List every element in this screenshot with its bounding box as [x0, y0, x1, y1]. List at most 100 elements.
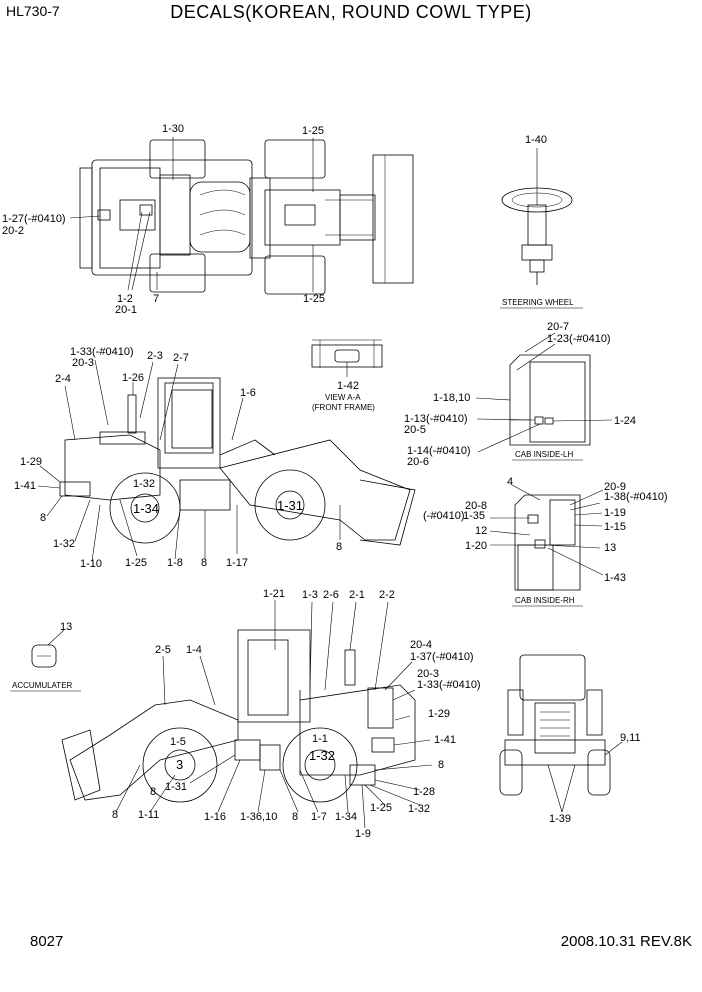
callout: 1-33(-#0410) — [417, 679, 481, 691]
callout: (-#0410) — [423, 510, 465, 522]
front-frame-caption: (FRONT FRAME) — [312, 403, 375, 412]
view-caption: VIEW A-A — [325, 393, 361, 402]
callout: 13 — [604, 542, 616, 554]
callout: 20-7 — [547, 321, 569, 333]
callout: 1-9 — [355, 828, 371, 840]
steering-wheel-view: 1-40 STEERING WHEEL — [500, 134, 583, 309]
callout: 1-33(-#0410) — [70, 346, 134, 358]
callout: 20-6 — [407, 456, 429, 468]
top-view — [79, 139, 414, 295]
callout: 1-16 — [204, 811, 226, 823]
callout: 8 — [336, 541, 342, 553]
callout: 1-20 — [465, 540, 487, 552]
callout: 1-27(-#0410) — [2, 213, 66, 225]
revision-date: 2008.10.31 REV.8K — [560, 933, 692, 950]
callout: 1-18,10 — [433, 392, 470, 404]
callout: 1-25 — [303, 293, 325, 305]
callout: 1-3 — [302, 589, 318, 601]
callout: 1-32 — [133, 478, 155, 490]
side-view-rh-callouts: 1-21 1-3 2-6 2-1 2-2 2-5 1-4 20-4 1-37(-… — [112, 588, 481, 840]
callout: 1-29 — [20, 456, 42, 468]
callout: 1-24 — [614, 415, 636, 427]
callout: 2-4 — [55, 373, 71, 385]
callout: 1-43 — [604, 572, 626, 584]
callout: 8 — [112, 809, 118, 821]
callout: 1-14(-#0410) — [407, 445, 471, 457]
callout: 8 — [150, 786, 156, 798]
callout: 1-31 — [165, 781, 187, 793]
callout: 1-10 — [80, 558, 102, 570]
callout: 1-1 — [312, 733, 328, 745]
callout: 1-41 — [434, 734, 456, 746]
callout: 1-31 — [277, 498, 303, 513]
callout: 20-9 — [604, 481, 626, 493]
side-view-rh — [61, 629, 416, 803]
callout: 1-34 — [133, 501, 159, 516]
callout: 1-32 — [408, 803, 430, 815]
callout: 20-3 — [417, 668, 439, 680]
callout: 1-23(-#0410) — [547, 333, 611, 345]
callout: 20-8 — [465, 500, 487, 512]
cab-rh-caption: CAB INSIDE-RH — [515, 596, 575, 605]
callout: 8 — [292, 811, 298, 823]
callout: 1-41 — [14, 480, 36, 492]
rear-view: 9,11 1-39 — [499, 654, 641, 825]
callout: 2-7 — [173, 352, 189, 364]
callout: 1-30 — [162, 123, 184, 135]
callout: 1-26 — [122, 372, 144, 384]
callout: 20-1 — [115, 304, 137, 316]
callout: 2-1 — [349, 589, 365, 601]
callout: 20-4 — [410, 639, 432, 651]
callout: 1-19 — [604, 507, 626, 519]
callout: 1-25 — [125, 557, 147, 569]
callout: 1-25 — [370, 802, 392, 814]
callout: 1-11 — [138, 809, 159, 821]
callout: 4 — [507, 476, 513, 488]
callout: 1-4 — [186, 644, 202, 656]
callout: 1-29 — [428, 708, 450, 720]
callout: 2-5 — [155, 644, 171, 656]
callout: 9,11 — [620, 732, 641, 744]
callout: 7 — [153, 293, 159, 305]
side-view-lh-callouts: 1-33(-#0410) 20-3 2-3 2-7 1-26 2-4 1-6 1… — [14, 346, 342, 570]
callout: 1-28 — [413, 786, 435, 798]
cab-lh-caption: CAB INSIDE-LH — [515, 450, 573, 459]
callout: 13 — [60, 621, 72, 633]
cab-inside-rh: 4 20-9 1-38(-#0410) 20-8 (-#0410) 1-35 1… — [423, 476, 668, 607]
callout: 3 — [176, 757, 183, 772]
callout: 2-6 — [323, 589, 339, 601]
callout: 1-17 — [226, 557, 248, 569]
callout: 8 — [438, 759, 444, 771]
callout: 2-3 — [147, 350, 163, 362]
callout: 20-5 — [404, 424, 426, 436]
side-view-lh — [59, 377, 416, 546]
callout: 1-8 — [167, 557, 183, 569]
callout: 1-42 — [337, 380, 359, 392]
callout: 8 — [40, 512, 46, 524]
callout: 1-7 — [311, 811, 327, 823]
top-view-callouts: 1-30 1-25 1-27(-#0410) 20-2 1-2 20-1 7 1… — [2, 123, 325, 316]
callout: 1-25 — [302, 125, 324, 137]
accumulater-view: 13 ACCUMULATER — [10, 621, 81, 692]
callout: 1-15 — [604, 521, 626, 533]
callout: 1-37(-#0410) — [410, 651, 474, 663]
callout: 8 — [201, 557, 207, 569]
model-number: HL730-7 — [6, 3, 60, 19]
cab-inside-lh: 20-7 1-23(-#0410) 1-18,10 1-13(-#0410) 2… — [404, 321, 636, 468]
callout: 1-32 — [53, 538, 75, 550]
callout: 1-34 — [335, 811, 357, 823]
callout: 1-38(-#0410) — [604, 491, 668, 503]
callout: 1-6 — [240, 387, 256, 399]
callout: 1-39 — [549, 813, 571, 825]
callout: 1-32 — [309, 748, 335, 763]
callout: 2-2 — [379, 589, 395, 601]
callout: 20-2 — [2, 225, 24, 237]
callout: 1-13(-#0410) — [404, 413, 468, 425]
callout: 1-21 — [263, 588, 285, 600]
callout: 20-3 — [72, 357, 94, 369]
view-a-a: 1-42 VIEW A-A (FRONT FRAME) — [311, 339, 383, 412]
callout: 12 — [475, 525, 487, 537]
page-title: DECALS(KOREAN, ROUND COWL TYPE) — [170, 2, 532, 22]
callout: 1-5 — [170, 736, 186, 748]
